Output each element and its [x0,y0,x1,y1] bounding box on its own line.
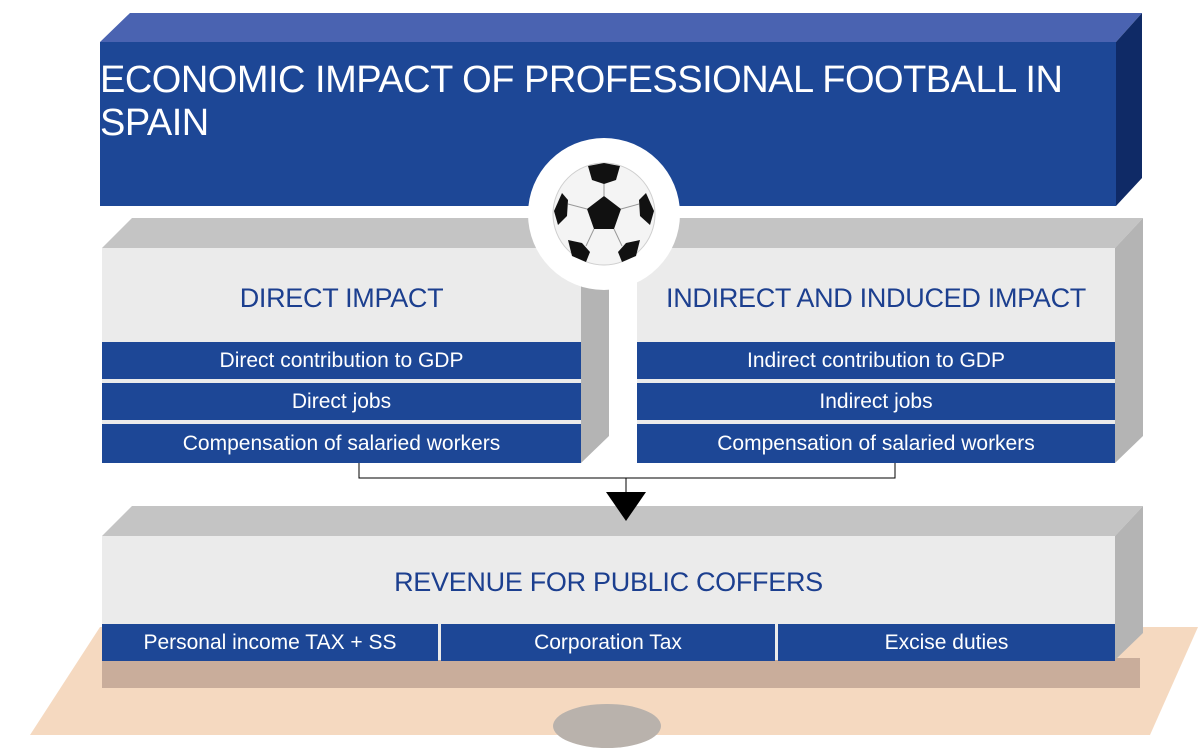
revenue-block-side [1115,506,1143,660]
excise-duties-item: Excise duties [778,624,1115,661]
indirect-gdp-item: Indirect contribution to GDP [637,342,1115,379]
floor-shadow [102,658,1140,688]
indirect-impact-heading: INDIRECT AND INDUCED IMPACT [666,283,1086,313]
page-title: ECONOMIC IMPACT OF PROFESSIONAL FOOTBALL… [100,59,1063,144]
indirect-compensation-item: Compensation of salaried workers [637,424,1115,463]
soccer-ball-icon [552,162,656,266]
indirect-jobs-item: Indirect jobs [637,383,1115,420]
floor-center-circle [553,704,661,748]
corporation-tax-item: Corporation Tax [441,624,775,661]
direct-jobs-item: Direct jobs [102,383,581,420]
connector-line [358,463,896,479]
down-arrow [606,492,646,521]
direct-impact-heading: DIRECT IMPACT [239,283,444,313]
title-block-side [1116,13,1142,206]
revenue-heading: REVENUE FOR PUBLIC COFFERS [394,567,823,597]
indirect-panel-side [1115,218,1143,463]
personal-income-tax-item: Personal income TAX + SS [102,624,438,661]
indirect-panel-top [637,218,1143,248]
revenue-block-top [102,506,1143,536]
direct-gdp-item: Direct contribution to GDP [102,342,581,379]
direct-compensation-item: Compensation of salaried workers [102,424,581,463]
title-block-top [100,13,1142,42]
direct-panel-top [102,218,609,248]
